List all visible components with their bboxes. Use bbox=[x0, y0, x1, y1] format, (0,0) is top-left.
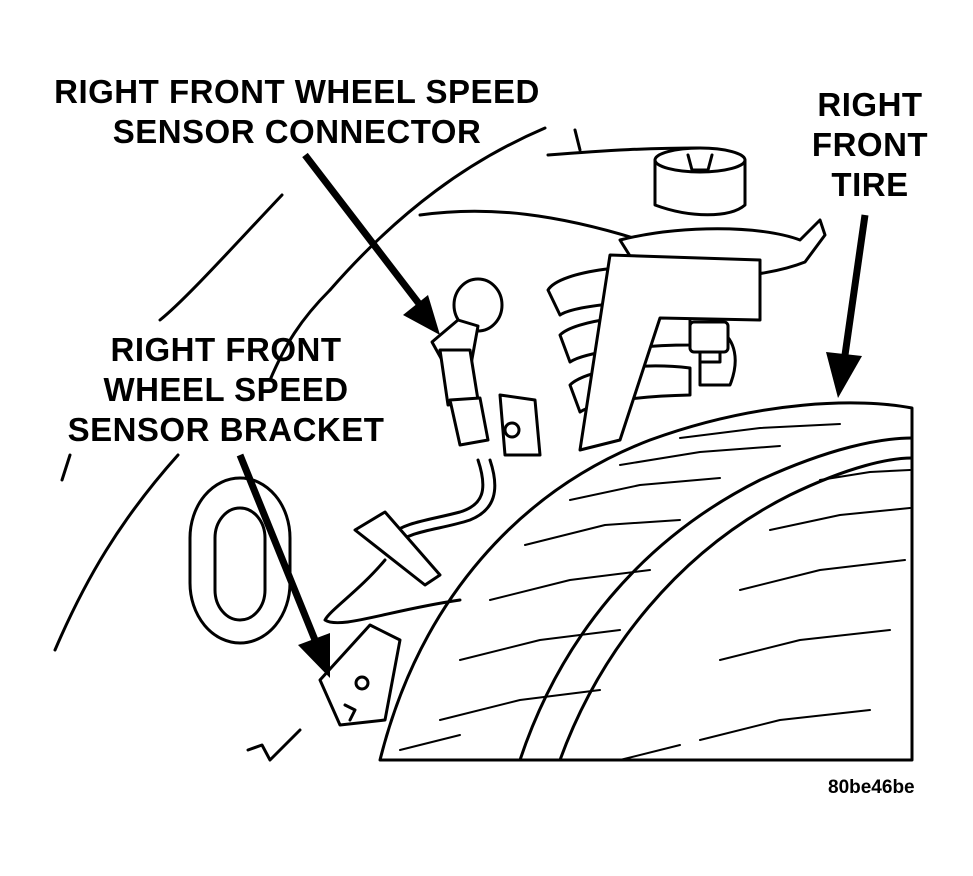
figure-code: 80be46be bbox=[828, 777, 915, 798]
sensor-assembly bbox=[246, 277, 542, 762]
tire-label-line2: FRONT bbox=[811, 126, 929, 163]
bracket-label-line2: WHEEL SPEED bbox=[103, 371, 349, 408]
bracket-label-line1: RIGHT FRONT bbox=[110, 331, 342, 368]
bracket-label-line3: SENSOR BRACKET bbox=[67, 411, 385, 448]
strut-assembly bbox=[546, 146, 827, 452]
tire-label-line3: TIRE bbox=[831, 166, 909, 203]
leader-arrows bbox=[236, 152, 869, 678]
connector-label-line1: RIGHT FRONT WHEEL SPEED bbox=[54, 73, 540, 110]
oval-hole bbox=[188, 476, 292, 645]
tire bbox=[378, 401, 914, 762]
tire-label-line1: RIGHT bbox=[817, 86, 923, 123]
connector-label-line2: SENSOR CONNECTOR bbox=[112, 113, 482, 150]
fender-outline bbox=[53, 126, 702, 652]
